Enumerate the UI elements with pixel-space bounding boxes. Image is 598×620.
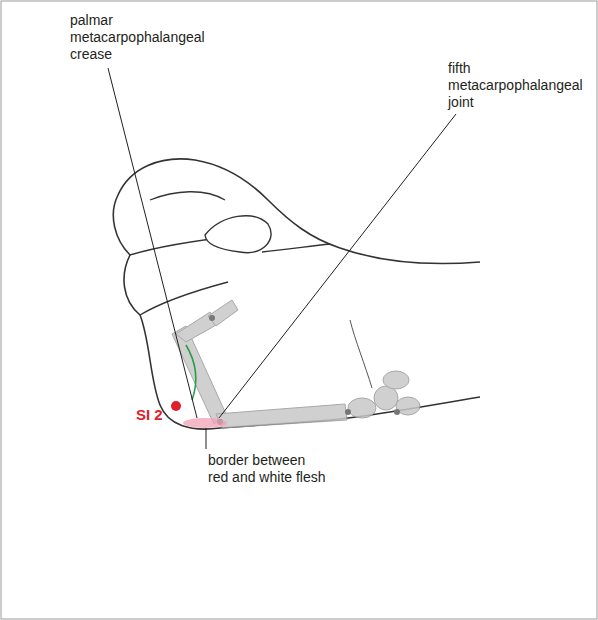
joint-dot bbox=[394, 409, 400, 415]
point-label: fifth metacarpophalangeal joint bbox=[448, 60, 588, 111]
hand-line bbox=[350, 320, 372, 388]
leader-line bbox=[206, 428, 207, 449]
flesh-border bbox=[183, 418, 227, 428]
crease-arc bbox=[186, 345, 196, 400]
joint-dot bbox=[345, 409, 351, 415]
finger-line bbox=[140, 282, 228, 315]
thumb-line bbox=[262, 244, 330, 252]
joint-dots bbox=[209, 315, 400, 425]
leader-line bbox=[219, 114, 456, 418]
phalanx-bone bbox=[172, 326, 226, 424]
point-label: palmar metacarpophalangeal crease bbox=[70, 12, 210, 63]
acupoint-dot bbox=[171, 401, 181, 411]
carpal-bone bbox=[383, 371, 409, 389]
carpal-bone bbox=[374, 386, 398, 410]
point-label: border between red and white flesh bbox=[208, 452, 328, 486]
carpal-bone bbox=[348, 398, 376, 418]
phalanx-bone bbox=[176, 312, 218, 342]
finger-line bbox=[150, 192, 225, 200]
metacarpal-bone bbox=[216, 404, 347, 428]
acupoint-name: SI 2 bbox=[136, 406, 163, 423]
thumb-tip bbox=[205, 216, 271, 253]
phalanx-bone bbox=[208, 300, 238, 326]
joint-dot bbox=[209, 315, 215, 321]
hand-outline bbox=[113, 159, 480, 429]
leader-line bbox=[108, 68, 197, 418]
